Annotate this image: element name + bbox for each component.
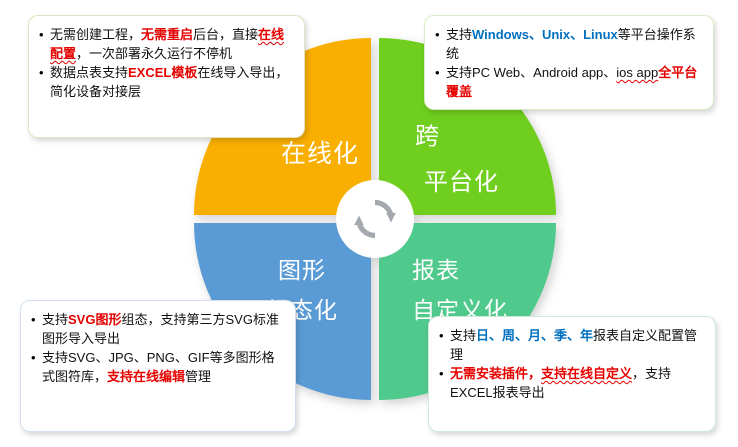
callout-online-features: 无需创建工程，无需重启后台，直接在线配置，一次部署永久运行不停机 数据点表支持E… [28,15,305,138]
list-item: 无需创建工程，无需重启后台，直接在线配置，一次部署永久运行不停机 [38,26,294,64]
list-item: 支持日、周、月、季、年报表自定义配置管理 [438,327,705,365]
feature-list: 无需创建工程，无需重启后台，直接在线配置，一次部署永久运行不停机 数据点表支持E… [38,26,294,102]
list-item: 数据点表支持EXCEL模板在线导入导出，简化设备对接层 [38,64,294,102]
bullet-text: 支持SVG图形组态，支持第三方SVG标准图形导入导出 [42,312,279,346]
feature-list: 支持Windows、Unix、Linux等平台操作系统 支持PC Web、And… [434,26,703,102]
callout-cross-platform-features: 支持Windows、Unix、Linux等平台操作系统 支持PC Web、And… [424,15,714,110]
sync-arrows-icon [354,199,396,239]
bullet-text: 支持SVG、JPG、PNG、GIF等多图形格式图符库，支持在线编辑管理 [42,349,275,384]
label-line: 图形 [278,257,326,283]
bullet-text: 支持PC Web、Android app、ios app全平台覆盖 [446,64,698,99]
callout-graphic-config-features: 支持SVG图形组态，支持第三方SVG标准图形导入导出 支持SVG、JPG、PNG… [20,300,296,432]
sync-hub [336,180,414,258]
feature-list: 支持SVG图形组态，支持第三方SVG标准图形导入导出 支持SVG、JPG、PNG… [30,311,285,387]
bullet-text: 无需创建工程，无需重启后台，直接在线配置，一次部署永久运行不停机 [50,27,285,61]
feature-list: 支持日、周、月、季、年报表自定义配置管理 无需安装插件，支持在线自定义，支持EX… [438,327,705,403]
list-item: 支持Windows、Unix、Linux等平台操作系统 [434,26,703,64]
bullet-text: 支持Windows、Unix、Linux等平台操作系统 [446,27,696,61]
label-line: 平台化 [424,169,499,196]
bullet-text: 支持日、周、月、季、年报表自定义配置管理 [450,328,698,362]
callout-report-custom-features: 支持日、周、月、季、年报表自定义配置管理 无需安装插件，支持在线自定义，支持EX… [428,316,716,432]
bullet-text: 数据点表支持EXCEL模板在线导入导出，简化设备对接层 [50,64,289,99]
list-item: 无需安装插件，支持在线自定义，支持EXCEL报表导出 [438,365,705,403]
bullet-text: 无需安装插件，支持在线自定义，支持EXCEL报表导出 [450,365,672,400]
quadrant-online-label: 在线化 [280,140,359,168]
list-item: 支持SVG、JPG、PNG、GIF等多图形格式图符库，支持在线编辑管理 [30,349,285,387]
quadrant-cross-platform: 跨 平台化 [379,38,556,215]
list-item: 支持SVG图形组态，支持第三方SVG标准图形导入导出 [30,311,285,349]
quadrant-cross-platform-label: 跨 平台化 [415,114,499,206]
list-item: 支持PC Web、Android app、ios app全平台覆盖 [434,64,703,102]
label-line: 跨 [415,123,440,150]
label-line: 报表 [412,257,460,283]
